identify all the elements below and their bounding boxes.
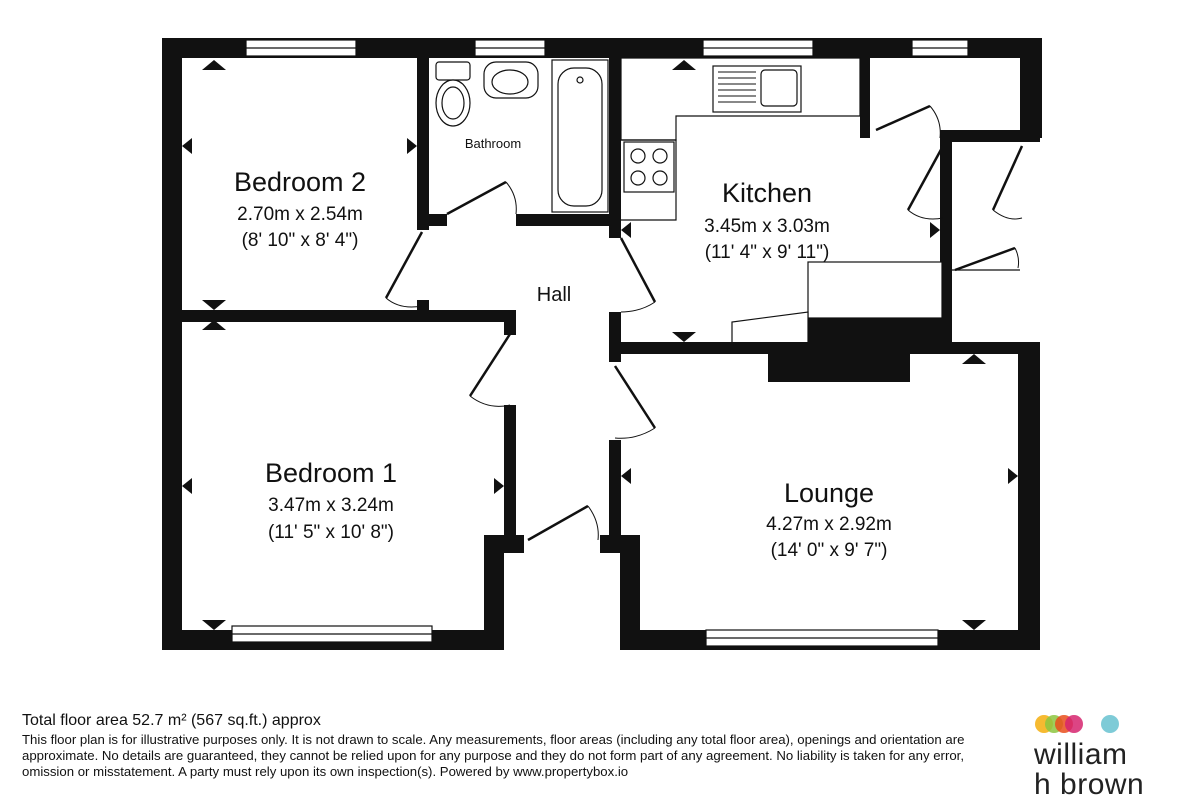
room-name-hall: Hall xyxy=(537,284,571,306)
room-name-bedroom2: Bedroom 2 xyxy=(234,167,366,197)
floor-plan: Bedroom 2 2.70m x 2.54m (8' 10" x 8' 4")… xyxy=(162,38,1042,650)
room-imperial-lounge: (14' 0" x 9' 7") xyxy=(771,540,888,561)
room-metric-bedroom1: 3.47m x 3.24m xyxy=(268,495,394,516)
hob xyxy=(623,141,675,193)
measure-markers xyxy=(182,60,1018,630)
logo-dot-pink xyxy=(1065,715,1083,733)
logo-wordmark: william h brown xyxy=(1034,740,1144,800)
room-name-lounge: Lounge xyxy=(784,478,874,508)
toilet-cistern xyxy=(435,61,471,81)
logo-line-1: william xyxy=(1034,738,1128,771)
room-imperial-kitchen: (11' 4" x 9' 11") xyxy=(705,242,830,263)
room-imperial-bedroom1: (11' 5" x 10' 8") xyxy=(268,522,394,543)
room-imperial-bedroom2: (8' 10" x 8' 4") xyxy=(242,230,359,251)
william-h-brown-logo: william h brown xyxy=(1034,712,1164,800)
windows xyxy=(231,39,969,647)
room-metric-lounge: 4.27m x 2.92m xyxy=(766,514,892,535)
footer: Total floor area 52.7 m² (567 sq.ft.) ap… xyxy=(22,712,972,780)
logo-dots xyxy=(1035,715,1119,733)
room-metric-kitchen: 3.45m x 3.03m xyxy=(704,216,830,237)
disclaimer-text: This floor plan is for illustrative purp… xyxy=(22,732,965,779)
room-name-kitchen: Kitchen xyxy=(722,178,812,208)
room-metric-bedroom2: 2.70m x 2.54m xyxy=(237,204,363,225)
logo-line-2: h brown xyxy=(1034,768,1145,801)
doors xyxy=(384,104,1024,542)
fixtures xyxy=(435,57,1020,342)
total-floor-area: Total floor area 52.7 m² (567 sq.ft.) ap… xyxy=(22,712,321,729)
room-name-bedroom1: Bedroom 1 xyxy=(265,458,397,488)
room-name-bathroom: Bathroom xyxy=(465,136,521,151)
logo-dot-blue xyxy=(1101,715,1119,733)
room-labels: Bedroom 2 2.70m x 2.54m (8' 10" x 8' 4")… xyxy=(234,136,892,561)
